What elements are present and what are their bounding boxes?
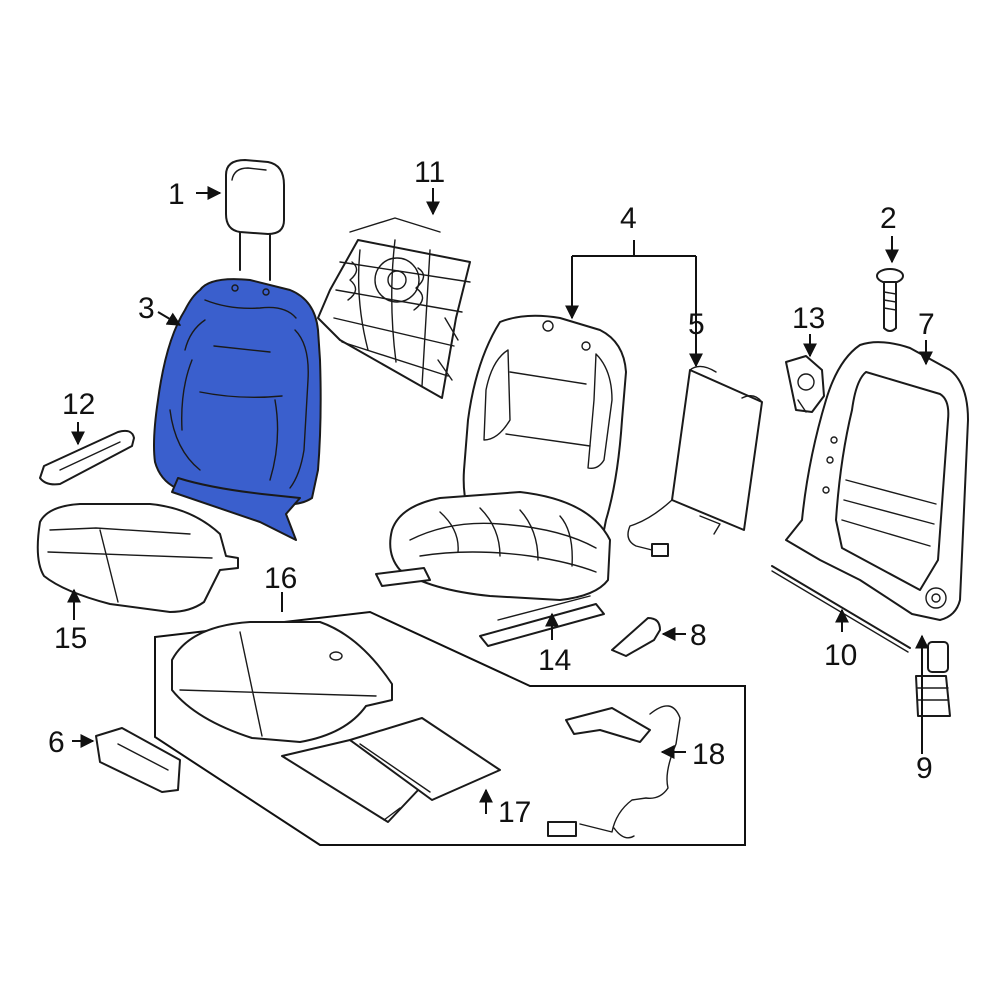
callout-5: 5 xyxy=(688,308,705,341)
callout-13: 13 xyxy=(792,302,825,335)
callout-14: 14 xyxy=(538,644,571,677)
part-cushion-pad[interactable] xyxy=(171,621,393,743)
part-back-panel[interactable] xyxy=(627,365,763,557)
part-handle[interactable] xyxy=(611,617,661,657)
callout-18: 18 xyxy=(692,738,725,771)
callout-7: 7 xyxy=(918,308,935,341)
callout-16: 16 xyxy=(264,562,297,595)
callout-11: 11 xyxy=(414,156,445,189)
callout-9: 9 xyxy=(916,752,933,785)
part-heating-pads[interactable] xyxy=(281,717,501,823)
part-seat-back-suspension[interactable] xyxy=(317,217,471,399)
callout-8: 8 xyxy=(690,619,707,652)
part-bolt[interactable] xyxy=(876,268,904,332)
part-seat-assembly[interactable] xyxy=(375,314,627,647)
part-headrest[interactable] xyxy=(225,159,285,281)
part-bracket[interactable] xyxy=(785,355,825,413)
callout-6: 6 xyxy=(48,726,65,759)
part-trim-cover[interactable] xyxy=(39,429,135,486)
part-motor[interactable] xyxy=(915,641,951,717)
part-wire-harness[interactable] xyxy=(547,705,681,839)
callout-10: 10 xyxy=(824,639,857,672)
kit-group-outline xyxy=(154,610,746,846)
callout-1: 1 xyxy=(168,178,185,211)
callout-15: 15 xyxy=(54,622,87,655)
part-end-cover[interactable] xyxy=(95,727,181,793)
callout-3: 3 xyxy=(138,292,155,325)
callout-2: 2 xyxy=(880,202,897,235)
callout-17: 17 xyxy=(498,796,531,829)
callout-4: 4 xyxy=(620,202,637,235)
part-seat-back-cover[interactable] xyxy=(153,278,322,541)
callout-12: 12 xyxy=(62,388,95,421)
part-seat-back-frame[interactable] xyxy=(785,341,969,621)
part-seat-cushion-cover[interactable] xyxy=(36,503,239,613)
